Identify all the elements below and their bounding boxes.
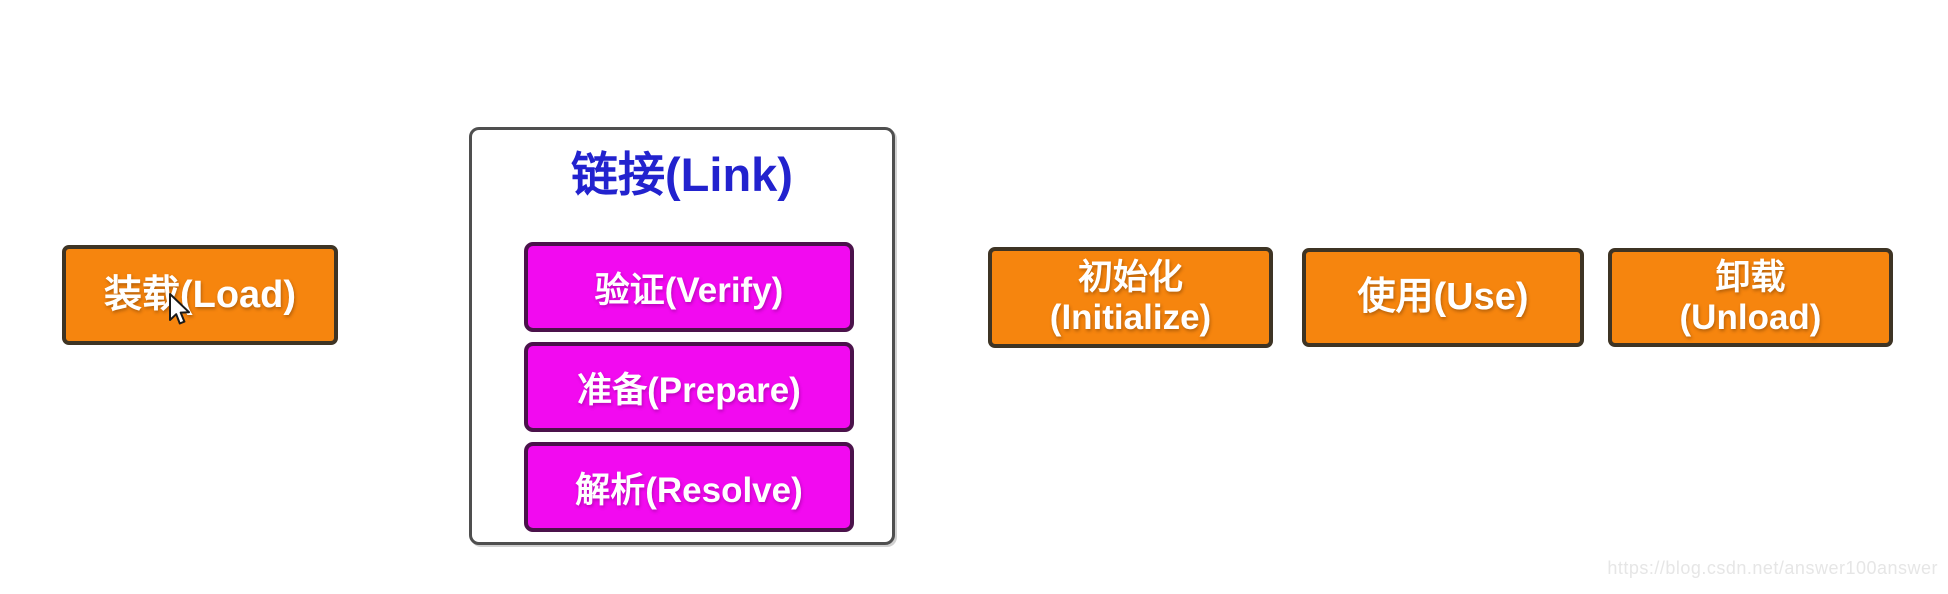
substage-prepare-box: 准备(Prepare) [524, 342, 854, 432]
stage-unload-box: 卸载 (Unload) [1608, 248, 1893, 347]
stage-use-box: 使用(Use) [1302, 248, 1584, 347]
stage-unload-line1: 卸载 [1715, 258, 1786, 298]
stage-load-box: 装载(Load) [62, 245, 338, 345]
substage-verify-box: 验证(Verify) [524, 242, 854, 332]
stage-unload-label: 卸载 (Unload) [1680, 258, 1822, 336]
substage-resolve-box: 解析(Resolve) [524, 442, 854, 532]
stage-use-label: 使用(Use) [1357, 276, 1529, 319]
stage-initialize-line1: 初始化 [1077, 258, 1183, 298]
stage-initialize-box: 初始化 (Initialize) [988, 247, 1273, 348]
watermark-text: https://blog.csdn.net/answer100answer [1607, 558, 1938, 578]
stage-initialize-label: 初始化 (Initialize) [1050, 258, 1211, 336]
substage-verify-label: 验证(Verify) [594, 270, 784, 310]
stage-unload-line2: (Unload) [1679, 297, 1822, 337]
substage-resolve-label: 解析(Resolve) [575, 470, 803, 510]
stage-link-group-box: 链接(Link) 验证(Verify) 准备(Prepare) 解析(Resol… [469, 127, 895, 545]
stage-initialize-line2: (Initialize) [1049, 297, 1212, 337]
stage-link-title: 链接(Link) [571, 148, 793, 201]
substage-prepare-label: 准备(Prepare) [577, 370, 801, 410]
stage-load-label: 装载(Load) [103, 273, 297, 316]
